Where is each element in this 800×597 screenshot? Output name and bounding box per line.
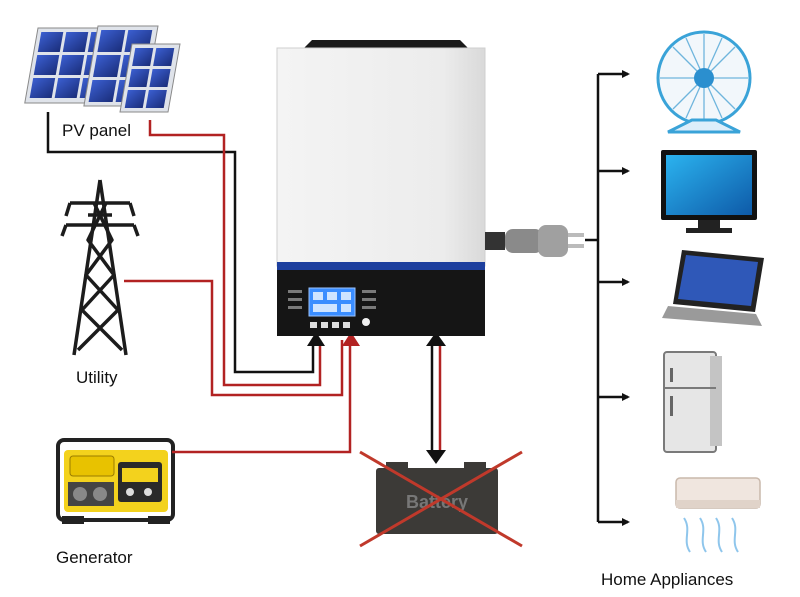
generator-ac-wire: [172, 340, 352, 454]
utility-label: Utility: [76, 368, 118, 387]
fan-icon: [656, 30, 752, 134]
laptop-icon: [662, 250, 764, 326]
battery-icon: Battery: [359, 450, 523, 548]
home-appliances-label: Home Appliances: [601, 570, 734, 589]
control-buttons: [310, 322, 350, 328]
wires: [46, 70, 630, 526]
pv-panel-icon: [24, 25, 181, 113]
generator-icon: [56, 438, 175, 524]
lcd-display: [308, 287, 356, 317]
generator-label: Generator: [56, 548, 133, 567]
inverter-unit: [276, 40, 584, 336]
pv-red-wire: [148, 120, 322, 387]
input-arrowheads: [307, 332, 446, 464]
pv-dc-wire: [46, 112, 315, 374]
fridge-icon: [663, 351, 722, 453]
tv-icon: [661, 150, 757, 233]
utility-tower-icon: [60, 179, 140, 356]
cross-out-mark: [359, 450, 523, 548]
utility-ac-wire: [124, 279, 344, 397]
air-conditioner-icon: [675, 477, 761, 553]
plug-icon: [485, 225, 584, 257]
pv-panel-label: PV panel: [62, 121, 131, 140]
